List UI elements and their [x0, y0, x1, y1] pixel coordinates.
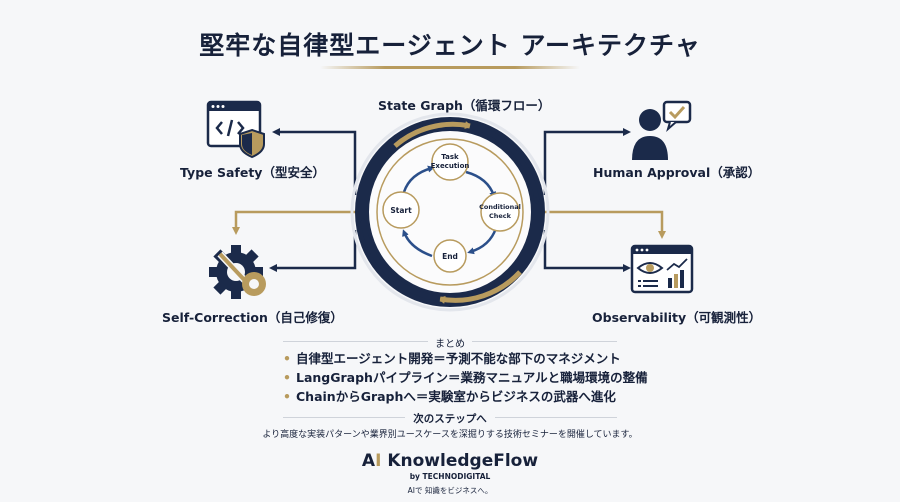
state-graph-label: State Graph（循環フロー）	[378, 98, 551, 113]
ring-arc-gold-top	[393, 121, 473, 148]
page-title: 堅牢な自律型エージェント アーキテクチャ	[199, 31, 701, 60]
summary-item-text: LangGraphパイプライン＝業務マニュアルと職場環境の整備	[296, 370, 648, 385]
flow-arrow-start-to-task	[402, 165, 435, 193]
node-conditional-line2: Check	[489, 212, 512, 220]
connector-type-safety	[272, 128, 357, 195]
logo-letter-i: I	[375, 451, 382, 471]
summary-item-text: 自律型エージェント開発＝予測不能な部下のマネジメント	[296, 351, 621, 366]
self-correction-label: Self-Correction（自己修復）	[162, 310, 343, 325]
title-underline	[320, 66, 580, 69]
next-step-heading: 次のステップへ	[413, 413, 487, 425]
flow-arrow-end-to-start	[402, 229, 433, 258]
ring-arc-gold-bottom	[437, 270, 522, 304]
flow-arrow-task-to-check	[465, 170, 497, 199]
bullet-marker: •	[283, 351, 291, 366]
observability-label: Observability（可観測性）	[592, 310, 762, 325]
connector-human-approval	[543, 128, 631, 195]
connector-observability	[543, 230, 631, 272]
node-end-label: End	[442, 252, 458, 261]
bullet-marker: •	[283, 389, 291, 404]
architecture-diagram: Task Execution Conditional Check End Sta…	[206, 100, 694, 312]
node-end: End	[433, 239, 467, 273]
node-conditional-check: Conditional Check	[479, 192, 521, 232]
connector-gold-right	[540, 210, 666, 239]
summary-heading: まとめ	[435, 339, 465, 350]
summary-item: • 自律型エージェント開発＝予測不能な部下のマネジメント	[283, 349, 648, 368]
connector-gold-left	[232, 210, 360, 235]
next-rule-left	[283, 417, 405, 418]
node-start-label: Start	[390, 206, 412, 215]
summary-item: • LangGraphパイプライン＝業務マニュアルと職場環境の整備	[283, 368, 648, 387]
summary-rule-left	[283, 341, 428, 342]
logo-letter-a: A	[361, 451, 376, 471]
summary-list: • 自律型エージェント開発＝予測不能な部下のマネジメント • LangGraphパイ…	[283, 349, 648, 406]
code-window-shield-icon	[206, 100, 265, 159]
bullet-marker: •	[283, 370, 291, 385]
next-rule-right	[495, 417, 617, 418]
node-task-line1: Task	[441, 153, 459, 161]
gears-wrench-icon	[209, 245, 266, 299]
state-graph-ring-shadow	[350, 112, 550, 312]
node-conditional-line1: Conditional	[479, 203, 521, 211]
node-task-line2: Execution	[431, 162, 470, 170]
brand-byline: by TECHNODIGITAL	[409, 472, 491, 481]
type-safety-label: Type Safety（型安全）	[180, 165, 325, 180]
next-step-text: より高度な実装パターンや業界別ユースケースを深掘りする技術セミナーを開催していま…	[262, 430, 638, 440]
node-task-execution: Task Execution	[431, 143, 470, 181]
brand-name: KnowledgeFlow	[381, 451, 539, 471]
connector-self-correction	[269, 230, 357, 272]
summary-rule-right	[472, 341, 617, 342]
brand-logo: AI KnowledgeFlow	[0, 451, 900, 471]
brand-tagline: AIで 知識をビジネスへ。	[407, 486, 493, 495]
eye-chart-dashboard-icon	[630, 244, 694, 294]
state-graph-ring-inner	[376, 138, 524, 286]
ring-arc-navy-bottom	[359, 217, 441, 302]
ring-arc-navy-top	[469, 123, 541, 205]
node-start: Start	[382, 191, 420, 229]
person-checkmark-icon	[632, 100, 692, 160]
human-approval-label: Human Approval（承認）	[593, 165, 761, 180]
summary-item-text: ChainからGraphへ＝実験室からビジネスの武器へ進化	[296, 389, 616, 404]
summary-item: • ChainからGraphへ＝実験室からビジネスの武器へ進化	[283, 387, 648, 406]
